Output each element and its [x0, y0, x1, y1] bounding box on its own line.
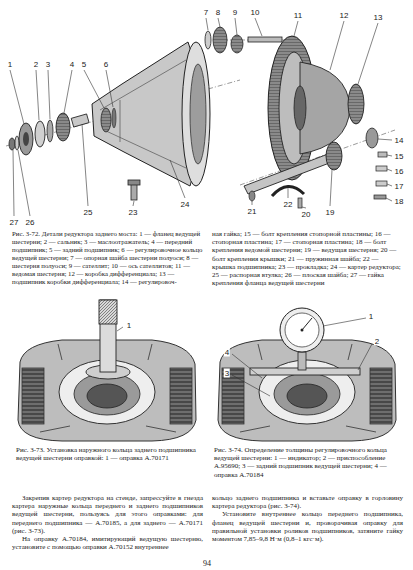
callout-number: 2: [33, 60, 39, 69]
callout-number: 1: [126, 321, 132, 330]
body-paragraph: Закрепив картер редуктора на стенде, зап…: [12, 494, 203, 535]
callout-number: 7: [203, 8, 209, 17]
callout-number: 19: [325, 208, 336, 217]
callout-number: 13: [373, 13, 384, 22]
fig-3-74-housing-part: [285, 313, 319, 347]
exploded-axle-drive-part: [190, 64, 206, 164]
callout-number: 6: [103, 60, 109, 69]
exploded-axle-drive-part: [71, 114, 89, 127]
callout-number: 1: [7, 60, 13, 69]
exploded-axle-drive-part: [231, 35, 243, 53]
callout-number: 23: [128, 208, 139, 217]
fig-3-74-housing-part: [298, 352, 306, 370]
callout-number: 17: [394, 182, 405, 191]
exploded-axle-drive-part: [213, 27, 227, 53]
callout-number: 1: [368, 312, 374, 321]
exploded-axle-drive-part: [19, 123, 33, 155]
exploded-axle-drive-part: [56, 113, 70, 141]
fig-3-73-housing-part: [117, 327, 123, 331]
callout-number: 21: [247, 207, 258, 216]
callout-number: 27: [9, 218, 20, 227]
body-paragraph: Установите внутреннее кольцо переднего п…: [212, 510, 403, 543]
fig-3-74-housing-part: [301, 329, 304, 332]
fig-3-74-housing-part: [280, 308, 324, 352]
exploded-axle-drive-part: [23, 132, 29, 146]
exploded-axle-drive-part: [47, 120, 53, 142]
exploded-axle-drive-part: [294, 86, 306, 130]
exploded-axle-drive-part: [131, 184, 137, 200]
callout-number: 3: [224, 369, 230, 378]
exploded-axle-drive-part: [298, 198, 302, 208]
exploded-axle-drive-part: [378, 152, 387, 157]
exploded-axle-drive-part: [35, 121, 45, 147]
fig-3-74-housing-part: [232, 318, 372, 396]
callout-number: 22: [283, 200, 294, 209]
exploded-axle-drive-part: [128, 180, 140, 185]
exploded-axle-drive-part: [249, 191, 255, 201]
fig-3-74-housing-part: [302, 318, 312, 330]
callout-number: 20: [301, 210, 312, 219]
callout-number: 5: [81, 60, 87, 69]
exploded-axle-drive-part: [101, 108, 111, 132]
callout-number: 15: [394, 152, 405, 161]
fig-3-73-housing-part: [99, 300, 117, 324]
exploded-axle-drive-part: [376, 166, 387, 171]
exploded-axle-drive-part: [205, 31, 211, 49]
callout-number: 9: [232, 8, 238, 17]
exploded-axle-drive-part: [326, 142, 342, 170]
fig-3-73-housing: [18, 300, 196, 441]
callout-number: 16: [394, 167, 405, 176]
exploded-axle-drive-part: [376, 181, 387, 186]
callout-number: 25: [83, 208, 94, 217]
callout-number: 4: [69, 60, 75, 69]
callout-number: 10: [250, 8, 261, 17]
callout-number: 4: [224, 348, 230, 357]
exploded-axle-drive-part: [374, 195, 386, 199]
fig-3-74-housing-part: [218, 340, 396, 441]
callout-number: 26: [25, 218, 36, 227]
body-paragraph: На оправку А.70184, имитирующий ведущую …: [12, 535, 203, 551]
exploded-axle-drive-part: [348, 84, 364, 124]
callout-number: 3: [45, 60, 51, 69]
callout-number: 12: [339, 11, 350, 20]
callout-number: 11: [293, 11, 303, 20]
figure-caption: Рис. 3-72. Детали редуктора заднего мост…: [12, 230, 203, 286]
exploded-axle-drive-part: [366, 128, 378, 148]
exploded-axle-drive-part: [9, 138, 15, 150]
exploded-axle-drive-part: [15, 136, 19, 150]
callout-number: 2: [374, 337, 380, 346]
exploded-axle-drive-part: [100, 60, 186, 168]
page-number: 94: [203, 559, 211, 568]
exploded-axle-drive-part: [112, 108, 116, 128]
exploded-axle-drive-part: [300, 62, 350, 154]
exploded-axle-drive-part: [182, 42, 210, 186]
callout-number: 24: [180, 200, 191, 209]
callout-number: 8: [215, 8, 221, 17]
fig-3-74-housing: [218, 308, 396, 441]
figure-caption: Рис. 3-74. Определение толщины регулиров…: [214, 446, 404, 479]
figure-caption: Рис. 3-73. Установка наружного кольца за…: [16, 446, 200, 462]
callout-number: 14: [394, 136, 405, 145]
callout-number: 18: [394, 197, 405, 206]
exploded-axle-drive-part: [248, 37, 282, 42]
figure-caption: ная гайка; 15 — болт крепления стопорной…: [212, 230, 403, 287]
exploded-axle-drive: [6, 18, 395, 216]
body-paragraph: кольцо заднего подшипника и вставьте опр…: [212, 494, 403, 510]
exploded-axle-drive-part: [10, 18, 392, 216]
fig-3-73-housing-part: [100, 300, 116, 372]
